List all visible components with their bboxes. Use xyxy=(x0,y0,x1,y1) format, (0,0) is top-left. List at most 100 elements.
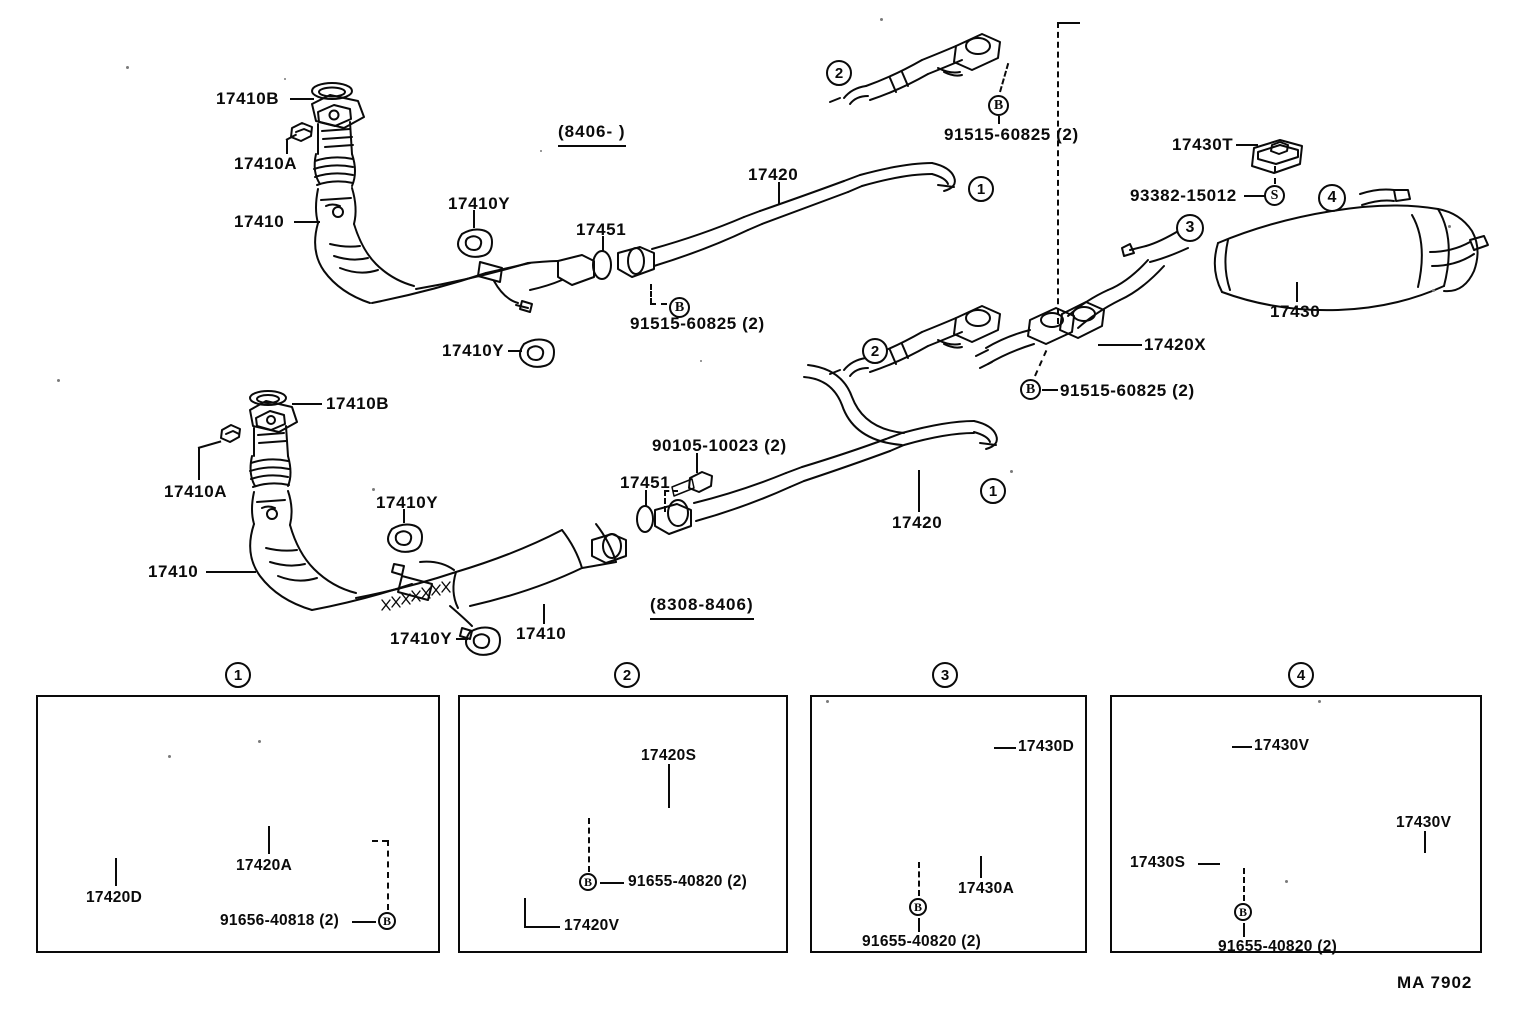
label-90105: 90105-10023 (2) xyxy=(652,436,787,455)
detail-box-4-number: 4 xyxy=(1288,662,1314,688)
detail-box-1 xyxy=(36,695,440,953)
label-17430a: 17430A xyxy=(958,880,1015,897)
dash-17430t-to-s xyxy=(1274,166,1276,184)
scan-speck xyxy=(284,78,286,80)
leader-17410a-upper-h xyxy=(285,133,298,141)
label-17410-lower-mid: 17410 xyxy=(516,624,567,643)
label-17410y-lower-bot: 17410Y xyxy=(390,629,453,648)
leader-91655-box2 xyxy=(600,882,624,884)
scan-speck xyxy=(1285,880,1288,883)
grommet-17410y-lower-bot xyxy=(465,626,502,656)
dash-91515-upper-left-v xyxy=(650,284,652,304)
scan-speck xyxy=(126,66,129,69)
leader-17420a xyxy=(268,826,270,854)
label-17410b-upper: 17410B xyxy=(216,89,280,108)
sheet-code: MA 7902 xyxy=(1397,973,1473,992)
label-17410-upper: 17410 xyxy=(234,212,285,231)
scan-speck xyxy=(826,700,829,703)
label-17420x: 17420X xyxy=(1144,335,1207,354)
leader-90105 xyxy=(696,453,698,473)
leader-17430a xyxy=(980,856,982,878)
label-17420d: 17420D xyxy=(86,889,143,906)
scan-speck xyxy=(1318,700,1321,703)
leader-17451-lower xyxy=(645,490,647,506)
label-91515-mid: 91515-60825 (2) xyxy=(1060,381,1195,400)
detail-box-1-number: 1 xyxy=(225,662,251,688)
section-divider-tick xyxy=(1058,22,1080,24)
date-range-lower: (8308-8406) xyxy=(650,596,754,620)
label-93382: 93382-15012 xyxy=(1130,186,1237,205)
label-17410b-lower: 17410B xyxy=(326,394,390,413)
scan-speck xyxy=(258,740,261,743)
leader-93382 xyxy=(1244,195,1266,197)
marker-b-mid: B xyxy=(1020,379,1041,400)
leader-17420x xyxy=(1098,344,1142,346)
label-17430: 17430 xyxy=(1270,302,1321,321)
dash-90105-bolt xyxy=(664,490,666,512)
label-91655-40820-box3: 91655-40820 (2) xyxy=(862,933,982,950)
detail-box-4 xyxy=(1110,695,1482,953)
leader-17430s xyxy=(1198,863,1220,865)
leader-17410-upper xyxy=(294,221,320,223)
leader-17420-upper xyxy=(778,182,780,204)
dash-box3 xyxy=(918,862,920,896)
leader-17420d xyxy=(115,858,117,886)
label-17451-upper: 17451 xyxy=(576,220,627,239)
callout-1-upper: 1 xyxy=(968,176,994,202)
grommet-17410y-upper-top xyxy=(457,228,494,258)
leader-17420s xyxy=(668,764,670,808)
label-91655-40820-box2: 91655-40820 (2) xyxy=(628,873,748,890)
dash-box2 xyxy=(588,818,590,872)
label-91515-upper-left: 91515-60825 (2) xyxy=(630,314,765,333)
label-17430v-top: 17430V xyxy=(1254,737,1310,754)
detail-box-3-number: 3 xyxy=(932,662,958,688)
section-divider-dashed xyxy=(1057,22,1059,324)
leader-17420v-h xyxy=(524,926,560,928)
label-17410a-lower: 17410A xyxy=(164,482,228,501)
date-range-upper: (8406- ) xyxy=(558,123,626,147)
marker-b-box3: B xyxy=(909,898,927,916)
scan-speck xyxy=(700,360,702,362)
callout-3-muffler: 3 xyxy=(1176,214,1204,242)
leader-17430v-top xyxy=(1232,746,1252,748)
label-17410y-upper-bot: 17410Y xyxy=(442,341,505,360)
marker-s-muffler: S xyxy=(1264,185,1285,206)
dash-box4 xyxy=(1243,868,1245,901)
detail-box-3 xyxy=(810,695,1087,953)
label-17410-lower-left: 17410 xyxy=(148,562,199,581)
label-17420a: 17420A xyxy=(236,857,293,874)
marker-b-box1: B xyxy=(378,912,396,930)
label-17451-lower: 17451 xyxy=(620,473,671,492)
detail-box-2-number: 2 xyxy=(614,662,640,688)
leader-17451-upper xyxy=(602,236,604,252)
dash-90105-bolt-h xyxy=(664,490,678,492)
marker-b-upper-left: B xyxy=(669,297,690,318)
grommet-17410y-upper-bot xyxy=(519,338,556,368)
scan-speck xyxy=(372,488,375,491)
leader-17430v-right xyxy=(1424,831,1426,853)
callout-1-lower: 1 xyxy=(980,478,1006,504)
marker-b-upper-top: B xyxy=(988,95,1009,116)
leader-91655-box3 xyxy=(918,918,920,932)
label-91515-upper-top: 91515-60825 (2) xyxy=(944,125,1079,144)
leader-17430t xyxy=(1236,144,1258,146)
leader-17410-lower-mid xyxy=(543,604,545,624)
label-17430v-right: 17430V xyxy=(1396,814,1452,831)
callout-2-lower: 2 xyxy=(862,338,888,364)
detail-box-2 xyxy=(458,695,788,953)
scan-speck xyxy=(540,150,542,152)
leader-17410b-lower xyxy=(292,403,322,405)
leader-17410y-lower-bot xyxy=(456,638,468,640)
leader-17420-lower xyxy=(918,470,920,512)
leader-91656-40818 xyxy=(352,921,376,923)
scan-speck xyxy=(168,755,171,758)
dash-91515-upper-left-h xyxy=(650,303,667,305)
scan-speck xyxy=(1010,470,1013,473)
label-17430d: 17430D xyxy=(1018,738,1075,755)
scan-speck xyxy=(1432,289,1435,292)
leader-17410y-upper-top xyxy=(473,210,475,228)
leader-91655-box4 xyxy=(1243,923,1245,937)
marker-b-box4: B xyxy=(1234,903,1252,921)
leader-17410-lower-left xyxy=(206,571,256,573)
label-17420-lower: 17420 xyxy=(892,513,943,532)
